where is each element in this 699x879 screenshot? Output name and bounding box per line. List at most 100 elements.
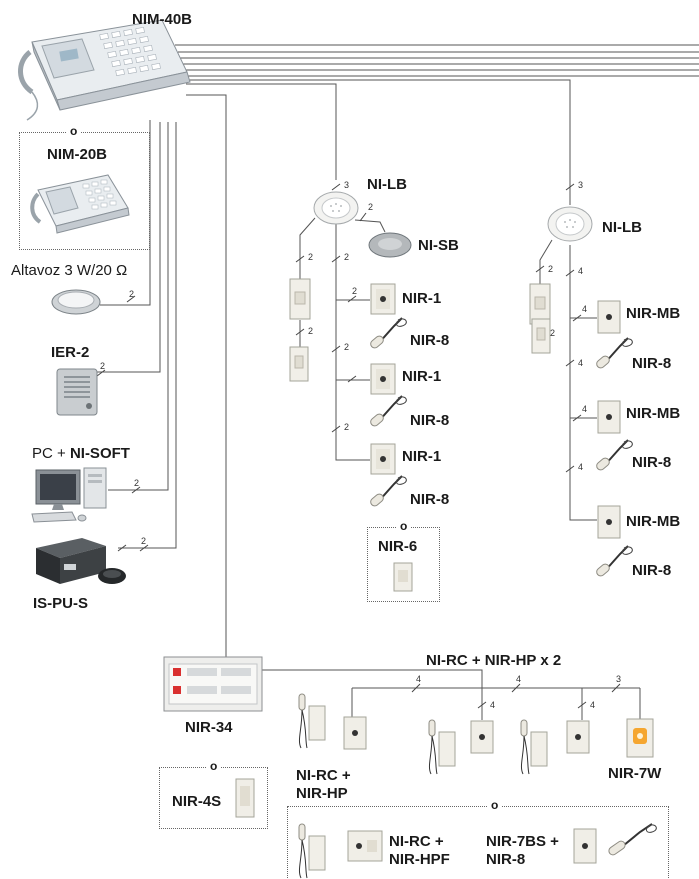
- label-nim20b: NIM-20B: [47, 146, 108, 163]
- nir8-pendant-image: [596, 439, 633, 471]
- wire-count: 4: [582, 404, 587, 414]
- slash-mark: [535, 265, 545, 273]
- wire-count: 4: [582, 304, 587, 314]
- feed-left-branch: [186, 83, 337, 180]
- or-mark: o: [487, 799, 503, 811]
- wire-count: 2: [308, 326, 313, 336]
- label-pc-prefix: PC +: [32, 445, 66, 462]
- nir6-unit-image: [393, 562, 413, 592]
- wire-count: 4: [516, 674, 521, 684]
- slash-mark: [565, 359, 575, 367]
- nir1-bedside-unit-image: [370, 443, 396, 475]
- nir1-bedside-unit-image: [370, 283, 396, 315]
- bath-switch-image: [531, 318, 551, 354]
- label-nir7bs-1: NIR-7BS +: [486, 833, 559, 850]
- nir8-pendant-image: [370, 475, 407, 507]
- label-nir4s: NIR-4S: [172, 793, 222, 810]
- slash-mark: [96, 369, 106, 377]
- label-nir1-c: NIR-1: [402, 448, 442, 465]
- wire-ispus: [118, 122, 177, 549]
- slash-mark: [131, 486, 141, 494]
- nir8-pendant-image: [370, 317, 407, 349]
- wire-speaker: [100, 120, 151, 306]
- wire-count: 4: [578, 462, 583, 472]
- nirc-unit-image: [470, 720, 494, 754]
- label-nir1-b: NIR-1: [402, 368, 442, 385]
- wire-count: 2: [344, 342, 349, 352]
- nim40b-master-station-image: [18, 19, 191, 121]
- option-box-nim20b: [19, 132, 150, 250]
- wire-count: 2: [344, 252, 349, 262]
- wire-count: 4: [578, 266, 583, 276]
- label-nisb: NI-SB: [418, 237, 459, 254]
- nirc-double-unit-image: [347, 830, 383, 862]
- slash-mark: [331, 345, 341, 353]
- wire-count: 2: [344, 422, 349, 432]
- or-mark: o: [206, 760, 222, 772]
- label-nir6: NIR-6: [378, 538, 418, 555]
- slash-mark: [565, 465, 575, 473]
- wire-count: 2: [352, 286, 357, 296]
- wire-nisb: [354, 219, 386, 233]
- slash-mark: [331, 425, 341, 433]
- bath-switch-image: [289, 346, 309, 382]
- slash-mark: [565, 269, 575, 277]
- feed-nir34: [186, 94, 227, 660]
- label-nim40b: NIM-40B: [132, 11, 193, 28]
- wire-count: 4: [416, 674, 421, 684]
- slash-mark: [577, 701, 587, 709]
- label-nirmb-c: NIR-MB: [626, 513, 681, 530]
- bath-pull-unit-image: [289, 278, 311, 320]
- slash-mark: [511, 683, 521, 693]
- label-nirc-hpf-2: NIR-HPF: [389, 851, 450, 868]
- label-nirc-hp-2: NIR-HP: [296, 785, 348, 802]
- slash-mark: [411, 683, 421, 693]
- nirhp-handset-image: [428, 719, 456, 775]
- label-nirmb-a: NIR-MB: [626, 305, 681, 322]
- slash-mark: [565, 183, 575, 191]
- label-nir1-a: NIR-1: [402, 290, 442, 307]
- slash-mark: [295, 328, 305, 336]
- label-nirc-hpf-1: NI-RC +: [389, 833, 444, 850]
- bus-nir34: [262, 669, 483, 688]
- nirhp-handset-image: [520, 719, 548, 775]
- trunk-nir1: [335, 220, 370, 461]
- wire-ier2: [95, 122, 161, 373]
- nir4s-unit-image: [235, 778, 255, 818]
- nilb-loudspeaker-image: [547, 206, 593, 242]
- wire-count: 2: [550, 328, 555, 338]
- label-nirc-hp-1: NI-RC +: [296, 767, 351, 784]
- nirmb-unit-image: [597, 300, 621, 334]
- nirc-unit-image: [343, 716, 367, 750]
- wire-count: 2: [129, 289, 134, 299]
- wire-count: 2: [368, 202, 373, 212]
- wire-count: 2: [134, 478, 139, 488]
- nir8-pendant-image: [608, 823, 657, 856]
- wire-count: 2: [308, 252, 313, 262]
- slash-mark: [331, 183, 341, 191]
- slash-mark: [359, 212, 367, 222]
- slash-mark: [347, 295, 357, 303]
- label-nir7bs-2: NIR-8: [486, 851, 526, 868]
- slash-mark: [331, 255, 341, 263]
- label-nir8-b: NIR-8: [410, 412, 450, 429]
- label-nir8-a: NIR-8: [410, 332, 450, 349]
- wire-bath-c: [539, 239, 553, 285]
- nirhp-handset-image: [298, 693, 326, 749]
- label-nirc-title: NI-RC + NIR-HP x 2: [426, 652, 562, 669]
- feed-right-branch: [186, 79, 571, 205]
- wire-count: 2: [100, 361, 105, 371]
- slash-mark: [126, 295, 136, 303]
- nir8-pendant-image: [596, 545, 633, 577]
- slash-mark: [295, 255, 305, 263]
- wire-count: 3: [344, 180, 349, 190]
- wire-count: 2: [141, 536, 146, 546]
- nirmb-unit-image: [597, 400, 621, 434]
- nir8-pendant-image: [596, 337, 633, 369]
- slash-mark: [139, 544, 149, 552]
- nir1-bedside-unit-image: [370, 363, 396, 395]
- slash-mark: [477, 701, 487, 709]
- label-ier2: IER-2: [51, 344, 90, 361]
